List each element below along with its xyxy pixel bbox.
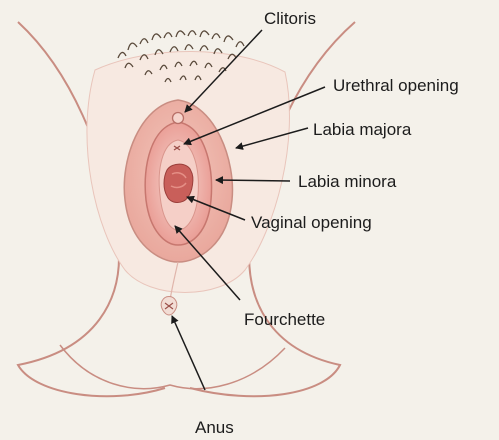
label-labia-majora: Labia majora <box>313 121 411 138</box>
label-anus: Anus <box>195 419 234 436</box>
leader-labia-minora <box>216 180 290 181</box>
label-clitoris: Clitoris <box>264 10 316 27</box>
vaginal-opening-shape <box>164 164 193 202</box>
leader-anus <box>172 316 205 390</box>
label-fourchette: Fourchette <box>244 311 325 328</box>
buttocks-outline <box>60 345 285 389</box>
label-vaginal-opening: Vaginal opening <box>251 214 372 231</box>
clitoris-shape <box>173 113 184 124</box>
label-urethral-opening: Urethral opening <box>333 77 459 94</box>
label-labia-minora: Labia minora <box>298 173 396 190</box>
